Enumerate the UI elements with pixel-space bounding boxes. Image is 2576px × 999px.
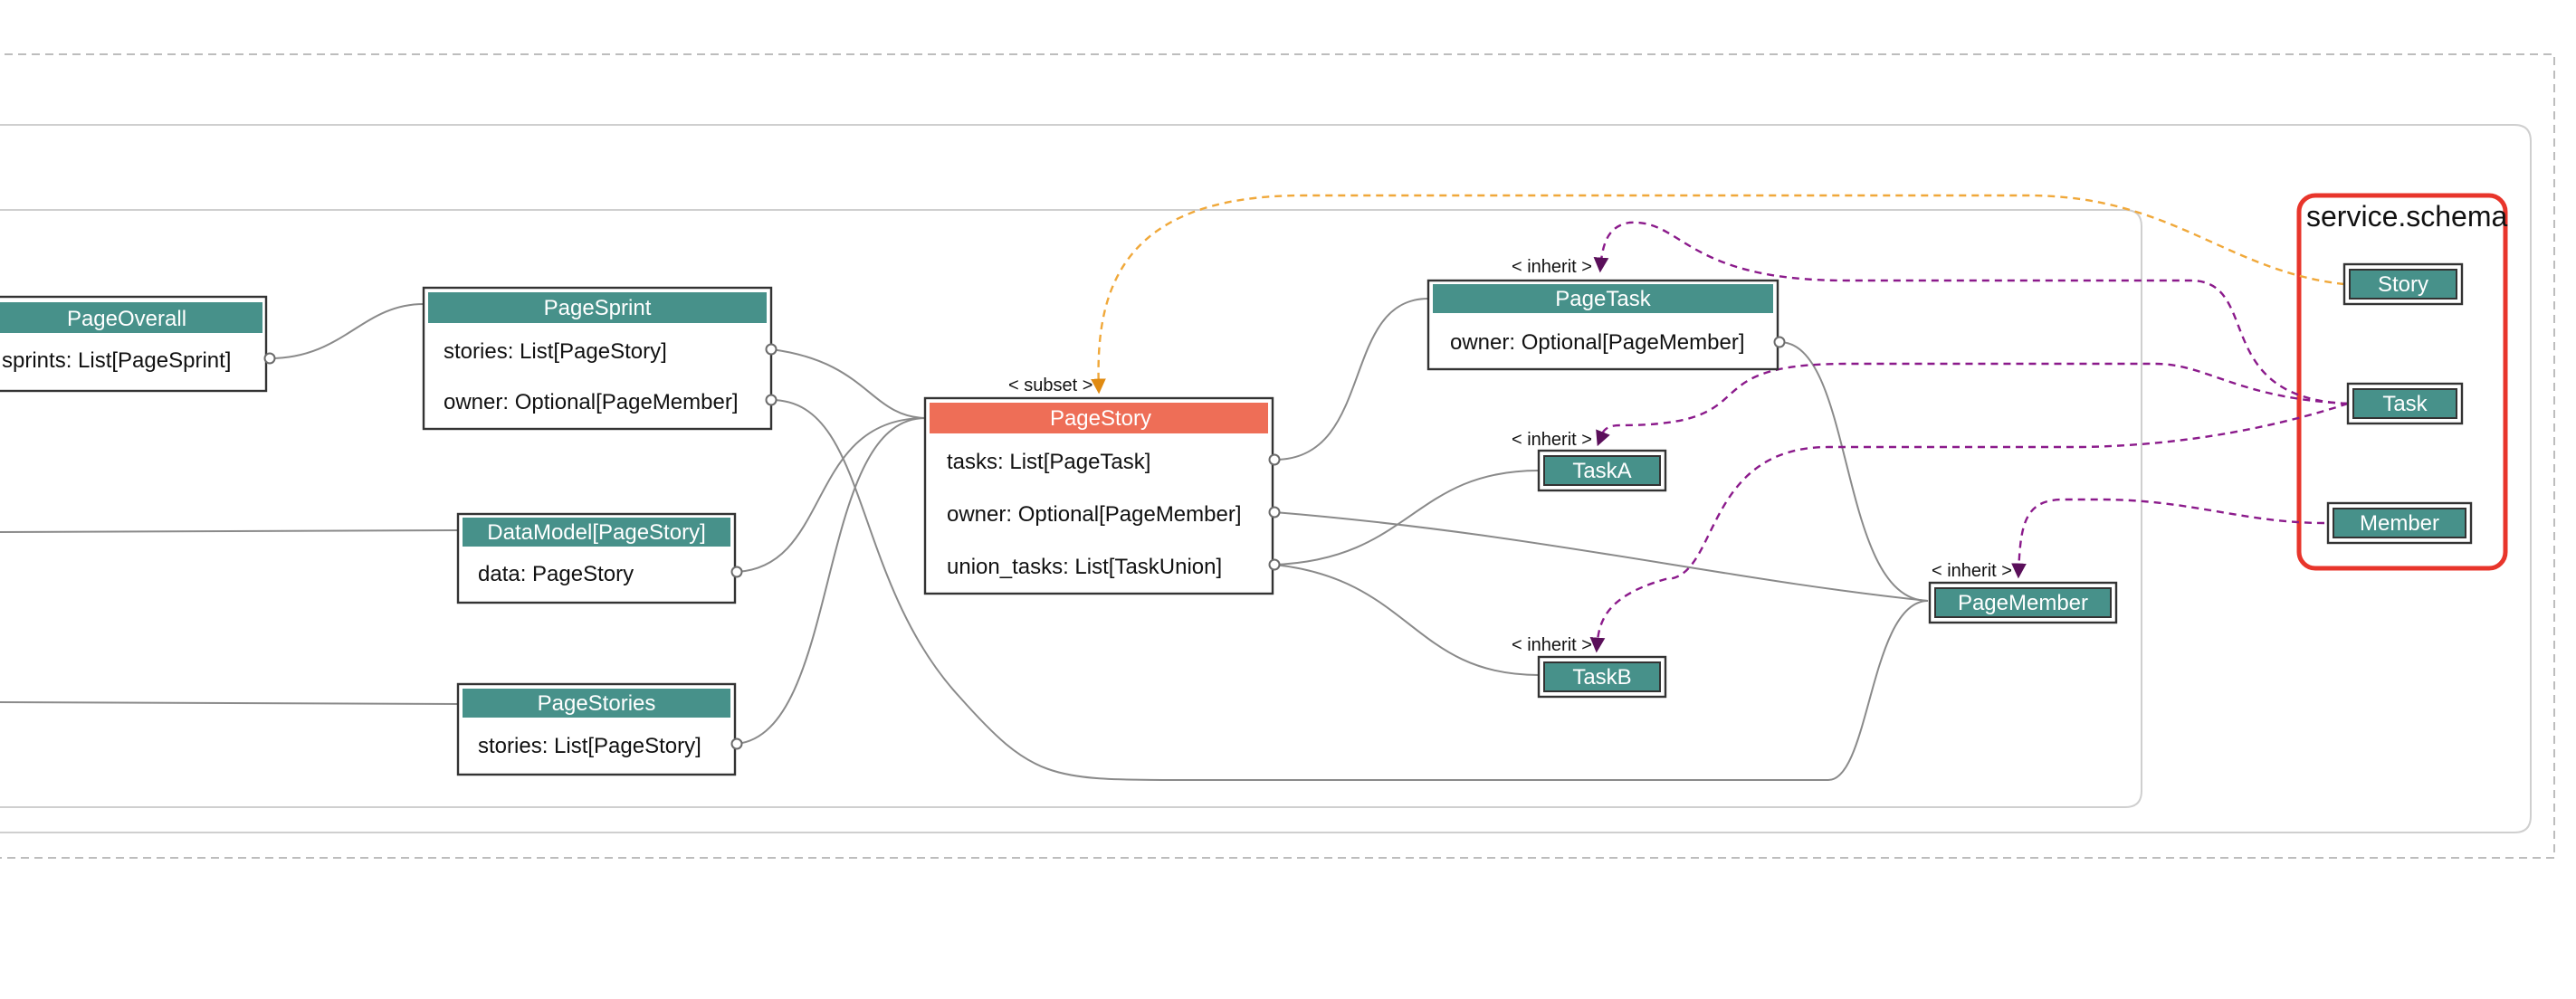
node-field: sprints: List[PageSprint] xyxy=(2,348,231,373)
edge-story-union-to-taskb xyxy=(1274,564,1540,676)
node-title: TaskB xyxy=(1572,665,1631,690)
node-page-stories[interactable]: PageStories stories: List[PageStory] xyxy=(456,682,743,776)
node-title: PageSprint xyxy=(544,296,652,320)
edge-inherit-member-to-pagemember xyxy=(2011,498,2325,579)
node-page-member[interactable]: PageMember xyxy=(1928,581,2118,624)
node-field: owner: Optional[PageMember] xyxy=(947,502,1242,527)
edge-subset-story-to-pagestory xyxy=(1091,194,2345,395)
node-title: DataModel[PageStory] xyxy=(487,520,705,545)
field-port xyxy=(1268,558,1281,571)
middle-module-cluster xyxy=(0,124,2532,833)
node-data-model[interactable]: DataModel[PageStory] data: PageStory xyxy=(456,512,743,604)
node-field: tasks: List[PageTask] xyxy=(947,450,1150,474)
schema-cluster-title: service.schema xyxy=(2306,200,2508,233)
node-task-a[interactable]: TaskA xyxy=(1537,449,1667,492)
node-page-story[interactable]: PageStory tasks: List[PageTask] owner: O… xyxy=(923,396,1281,595)
edge-sprint-owner-to-member xyxy=(770,399,1929,781)
edge-sprint-stories-to-story xyxy=(770,348,926,419)
node-title: PageMember xyxy=(1958,591,2088,615)
field-port xyxy=(1268,453,1281,466)
node-title: Task xyxy=(2382,392,2428,416)
edge-story-tasks-to-pagetask xyxy=(1274,298,1429,461)
node-field: union_tasks: List[TaskUnion] xyxy=(947,555,1222,579)
field-port xyxy=(765,394,778,406)
edge-left-to-stories xyxy=(0,701,459,705)
subset-label: < subset > xyxy=(1008,376,1092,395)
node-title: TaskA xyxy=(1572,459,1631,483)
node-story[interactable]: Story xyxy=(2342,262,2464,306)
node-task[interactable]: Task xyxy=(2346,382,2464,425)
node-title: Member xyxy=(2360,511,2439,536)
node-title: PageOverall xyxy=(67,307,186,331)
edge-overall-to-sprint xyxy=(269,303,425,359)
edge-datamodel-to-story xyxy=(736,417,926,573)
node-task-b[interactable]: TaskB xyxy=(1537,655,1667,699)
clusters: service.schema xyxy=(0,53,2555,859)
field-port xyxy=(730,737,743,750)
edge-stories-to-story xyxy=(736,417,926,745)
edge-labels: < subset > < inherit > < inherit > < inh… xyxy=(1008,257,2012,655)
node-field: stories: List[PageStory] xyxy=(444,339,667,364)
edge-pagetask-owner-to-member xyxy=(1779,341,1929,602)
inherit-label-taska: < inherit > xyxy=(1512,430,1592,450)
field-port xyxy=(765,343,778,356)
inherit-label-pagetask: < inherit > xyxy=(1512,257,1592,277)
relation-edges xyxy=(0,298,1929,781)
field-port xyxy=(730,566,743,578)
edge-inherit-task-to-taska xyxy=(1596,362,2349,447)
node-field: stories: List[PageStory] xyxy=(478,734,701,758)
node-title: PageStory xyxy=(1050,406,1151,431)
edge-left-to-datamodel xyxy=(0,529,459,533)
inherit-label-taskb: < inherit > xyxy=(1512,635,1592,655)
node-member[interactable]: Member xyxy=(2326,501,2473,545)
node-title: Story xyxy=(2378,272,2428,297)
node-field: owner: Optional[PageMember] xyxy=(444,390,739,414)
node-page-overall[interactable]: PageOverall sprints: List[PageSprint] xyxy=(0,295,276,393)
schema-cluster xyxy=(2296,193,2508,571)
inherit-edges xyxy=(1091,194,2349,653)
outer-module-cluster xyxy=(0,53,2555,859)
field-port xyxy=(263,352,276,365)
node-title: PageTask xyxy=(1555,287,1651,311)
inherit-label-pagemember: < inherit > xyxy=(1932,561,2012,581)
field-port xyxy=(1773,336,1786,348)
edge-story-owner-to-member xyxy=(1274,511,1929,602)
field-port xyxy=(1268,506,1281,519)
node-title: PageStories xyxy=(538,691,656,716)
node-field: owner: Optional[PageMember] xyxy=(1450,330,1745,355)
node-field: data: PageStory xyxy=(478,562,634,586)
node-page-task[interactable]: PageTask owner: Optional[PageMember] xyxy=(1426,279,1786,371)
edge-story-union-to-taska xyxy=(1274,470,1540,566)
inner-module-cluster xyxy=(0,209,2142,808)
node-page-sprint[interactable]: PageSprint stories: List[PageStory] owne… xyxy=(422,286,778,431)
